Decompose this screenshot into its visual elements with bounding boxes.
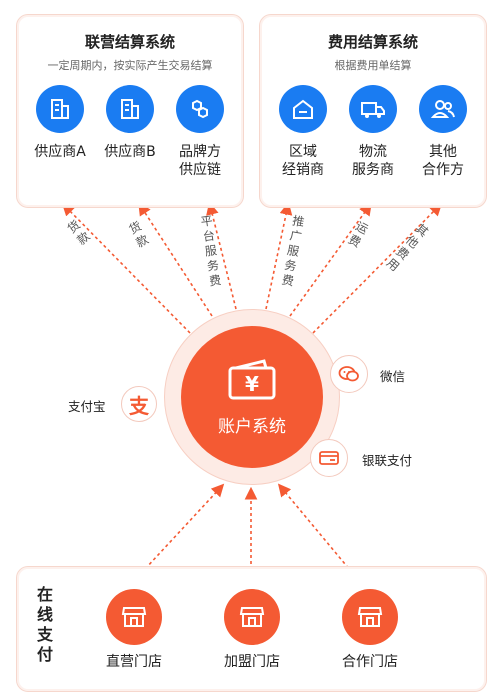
node-label: 品牌方 供应链 bbox=[179, 144, 221, 178]
people-icon bbox=[419, 85, 467, 133]
node-label: 物流 服务商 bbox=[352, 144, 394, 178]
node-regional-distributor: 区域 经销商 bbox=[268, 85, 338, 179]
arrow-regional bbox=[265, 201, 293, 310]
panel-subtitle: 一定周期内，按实际产生交易结算 bbox=[47, 59, 213, 72]
alipay-icon[interactable]: 支 bbox=[121, 386, 157, 422]
panel-title-vertical: 在 线 支 付 bbox=[36, 585, 53, 664]
store-icon bbox=[342, 589, 398, 645]
node-other-partner: 其他 合作方 bbox=[408, 85, 478, 179]
svg-text:¥: ¥ bbox=[245, 372, 259, 396]
store-partner[interactable]: 合作门店 bbox=[335, 589, 405, 671]
node-label: 合作门店 bbox=[342, 654, 398, 670]
house-icon bbox=[279, 85, 327, 133]
panel-title: 联营结算系统 bbox=[84, 33, 175, 51]
account-system[interactable]: ¥ 账户系统 bbox=[181, 326, 323, 468]
store-franchise[interactable]: 加盟门店 bbox=[217, 589, 287, 671]
store-direct[interactable]: 直营门店 bbox=[99, 589, 169, 671]
store-icon bbox=[224, 589, 280, 645]
unionpay-icon[interactable] bbox=[310, 439, 348, 477]
node-label: 其他 合作方 bbox=[422, 144, 464, 178]
store-icon bbox=[106, 589, 162, 645]
hexagon-link-icon bbox=[176, 85, 224, 133]
alipay-label: 支付宝 bbox=[68, 399, 106, 414]
arrow-supplier-b bbox=[138, 202, 213, 317]
node-label: 区域 经销商 bbox=[282, 144, 324, 178]
panel-fee-settlement: 费用结算系统 根据费用单结算 区域 经销商 物流 服务商 其他 合作方 bbox=[259, 14, 487, 208]
building-icon bbox=[36, 85, 84, 133]
core-label: 账户系统 bbox=[218, 416, 286, 437]
wallet-yuan-icon: ¥ bbox=[228, 358, 276, 399]
panel-online-payment: 在 线 支 付 直营门店 加盟门店 合作门店 bbox=[16, 566, 487, 692]
node-label: 加盟门店 bbox=[224, 654, 280, 670]
unionpay-label: 银联支付 bbox=[362, 453, 413, 468]
node-logistics-provider: 物流 服务商 bbox=[338, 85, 408, 179]
building-icon bbox=[106, 85, 154, 133]
truck-icon bbox=[349, 85, 397, 133]
arrow-other bbox=[312, 202, 443, 334]
panel-joint-settlement: 联营结算系统 一定周期内，按实际产生交易结算 供应商A 供应商B 品牌方 供应链 bbox=[16, 14, 244, 208]
wechat-label: 微信 bbox=[380, 369, 406, 384]
panel-subtitle: 根据费用单结算 bbox=[334, 59, 412, 72]
node-supplier-b: 供应商B bbox=[95, 85, 165, 161]
node-label: 直营门店 bbox=[106, 654, 162, 670]
arrow-logistics bbox=[289, 202, 372, 317]
node-label: 供应商B bbox=[104, 144, 156, 160]
arrow-direct-store bbox=[132, 483, 225, 583]
wechat-icon[interactable] bbox=[330, 355, 368, 393]
node-supplier-a: 供应商A bbox=[25, 85, 95, 161]
panel-title: 费用结算系统 bbox=[327, 33, 418, 51]
node-label: 供应商A bbox=[34, 144, 86, 160]
node-brand-supply-chain: 品牌方 供应链 bbox=[165, 85, 235, 179]
